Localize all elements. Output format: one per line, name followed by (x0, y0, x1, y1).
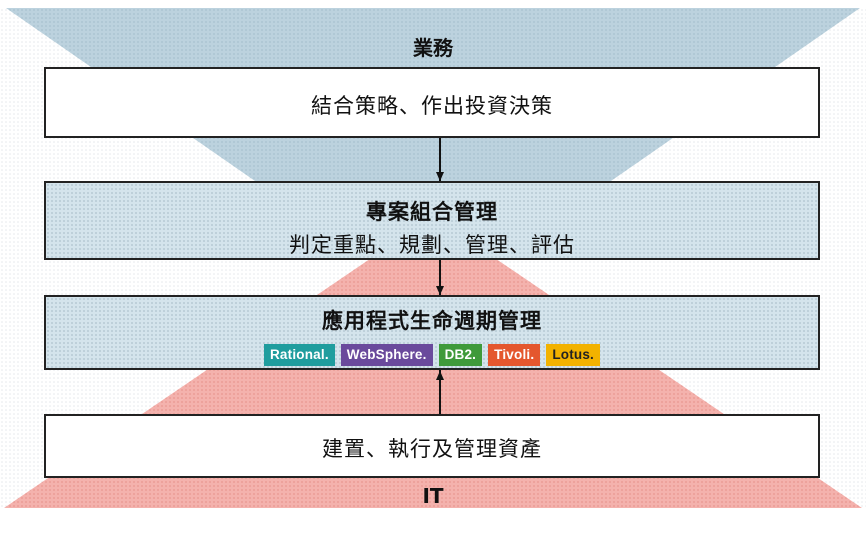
it-label: IT (422, 484, 444, 508)
arrowhead-down-1 (436, 172, 444, 181)
assets-box: 建置、執行及管理資產 (44, 414, 820, 478)
assets-text: 建置、執行及管理資產 (322, 437, 542, 461)
tivoli-logo: Tivoli. (488, 344, 541, 366)
portfolio-title: 專案組合管理 (366, 200, 498, 224)
strategy-box: 結合策略、作出投資決策 (44, 67, 820, 138)
portfolio-subtitle: 判定重點、規劃、管理、評估 (289, 233, 575, 257)
arrowhead-down-2 (436, 286, 444, 295)
portfolio-box: 專案組合管理 判定重點、規劃、管理、評估 (44, 181, 820, 260)
strategy-text: 結合策略、作出投資決策 (311, 94, 553, 118)
rational-logo: Rational. (263, 344, 335, 366)
arrowhead-up-3 (436, 371, 444, 380)
alm-title: 應用程式生命週期管理 (322, 309, 542, 333)
brand-logos: Rational. WebSphere. DB2. Tivoli. Lotus. (46, 344, 818, 366)
business-label: 業務 (413, 36, 453, 60)
lotus-logo: Lotus. (546, 344, 601, 366)
websphere-logo: WebSphere. (340, 344, 433, 366)
alm-box: 應用程式生命週期管理 Rational. WebSphere. DB2. Tiv… (44, 295, 820, 370)
db2-logo: DB2. (438, 344, 483, 366)
